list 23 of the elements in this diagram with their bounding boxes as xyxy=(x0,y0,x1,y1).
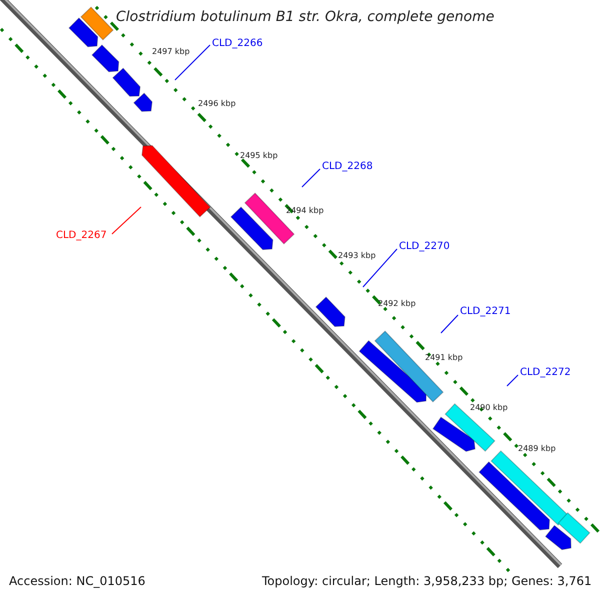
leader-line xyxy=(440,314,458,334)
leader-line xyxy=(112,206,142,234)
genome-info-text: Topology: circular; Length: 3,958,233 bp; Genes: 3,761 xyxy=(262,575,592,587)
position-label: 2489 kbp xyxy=(518,445,556,453)
gene-label: CLD_2270 xyxy=(399,242,450,252)
position-label: 2492 kbp xyxy=(378,300,416,308)
gene-label: CLD_2272 xyxy=(520,368,571,378)
gene-label: CLD_2271 xyxy=(460,307,511,317)
genome-info-text: Accession: NC_010516 xyxy=(9,575,146,587)
position-label: 2497 kbp xyxy=(152,48,190,56)
leader-line xyxy=(174,44,210,80)
position-label: 2493 kbp xyxy=(338,252,376,260)
position-label: 2496 kbp xyxy=(198,100,236,108)
gene-label: CLD_2268 xyxy=(322,162,373,172)
gene-label: CLD_2266 xyxy=(212,39,263,49)
position-label: 2490 kbp xyxy=(470,404,508,412)
position-label: 2491 kbp xyxy=(425,354,463,362)
leader-line xyxy=(362,248,398,288)
position-label: 2495 kbp xyxy=(240,152,278,160)
gene-label: CLD_2267 xyxy=(56,231,107,241)
leader-line xyxy=(506,374,518,386)
genome-title: Clostridium botulinum B1 str. Okra, complete genome xyxy=(116,10,494,24)
leader-line xyxy=(302,168,320,188)
